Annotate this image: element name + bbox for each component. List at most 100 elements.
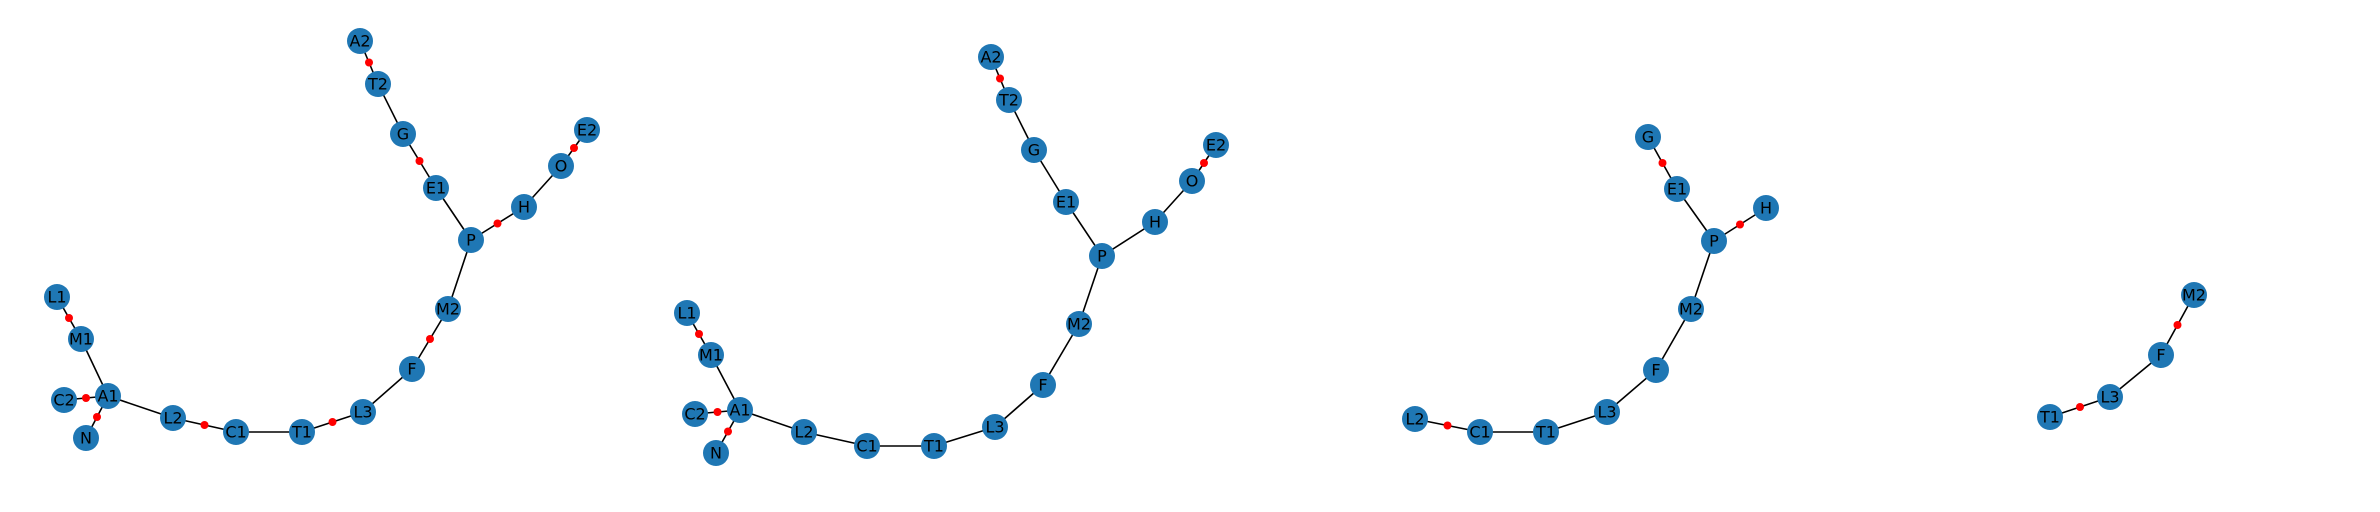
node-label: L1 bbox=[677, 304, 696, 323]
node-circle bbox=[44, 284, 70, 310]
graph-node: L3 bbox=[350, 399, 376, 425]
node-circle bbox=[1701, 228, 1727, 254]
node-circle bbox=[2097, 384, 2123, 410]
edge-marker-dot bbox=[695, 330, 703, 338]
graph-node: H bbox=[511, 194, 537, 220]
node-circle bbox=[1753, 195, 1779, 221]
edge-marker-dot bbox=[570, 144, 578, 152]
node-label: P bbox=[1709, 232, 1719, 251]
node-circle bbox=[1467, 419, 1493, 445]
node-circle bbox=[1053, 189, 1079, 215]
graph-node: N bbox=[73, 425, 99, 451]
graph-node: N bbox=[703, 440, 729, 466]
node-circle bbox=[921, 433, 947, 459]
edge-marker-dot bbox=[713, 408, 722, 416]
graph-node: G bbox=[390, 121, 416, 147]
graph-node: F bbox=[2148, 342, 2174, 368]
node-label: A1 bbox=[97, 387, 118, 406]
node-label: C2 bbox=[684, 405, 705, 424]
node-label: T1 bbox=[923, 437, 944, 456]
edge-marker-dot bbox=[426, 335, 434, 343]
node-circle bbox=[73, 425, 99, 451]
graph-node: L1 bbox=[44, 284, 70, 310]
graph-node: E1 bbox=[423, 175, 449, 201]
node-label: M2 bbox=[1067, 315, 1091, 334]
edge-marker-dot bbox=[328, 418, 337, 426]
graph-node: M1 bbox=[68, 326, 94, 352]
node-circle bbox=[2181, 282, 2207, 308]
graph-node: H bbox=[1142, 209, 1168, 235]
graph-node: F bbox=[1030, 372, 1056, 398]
edge-marker-dot bbox=[1443, 421, 1452, 430]
graph-node: E1 bbox=[1664, 176, 1690, 202]
node-circle bbox=[1533, 419, 1559, 445]
node-label: H bbox=[1149, 213, 1161, 232]
node-label: M2 bbox=[436, 300, 460, 319]
graph-node: M2 bbox=[1678, 296, 1704, 322]
graph-node: F bbox=[1643, 357, 1669, 383]
node-label: E1 bbox=[1667, 180, 1687, 199]
node-label: E1 bbox=[426, 179, 446, 198]
node-label: G bbox=[397, 125, 409, 144]
node-label: F bbox=[1651, 361, 1660, 380]
graph-node: P bbox=[458, 227, 484, 253]
node-circle bbox=[399, 356, 425, 382]
node-circle bbox=[574, 117, 600, 143]
node-circle bbox=[703, 440, 729, 466]
graph-node: G bbox=[1021, 137, 1047, 163]
node-label: M2 bbox=[1679, 300, 1703, 319]
node-circle bbox=[2148, 342, 2174, 368]
node-circle bbox=[51, 387, 77, 413]
edge-marker-dot bbox=[200, 421, 209, 429]
node-label: A2 bbox=[349, 32, 370, 51]
node-label: M2 bbox=[2182, 286, 2206, 305]
node-circle bbox=[682, 401, 708, 427]
graph-node: A1 bbox=[727, 397, 753, 423]
graph-node: C1 bbox=[223, 419, 249, 445]
graph-node: A2 bbox=[347, 28, 373, 54]
node-label: E2 bbox=[577, 121, 597, 140]
node-circle bbox=[1594, 399, 1620, 425]
node-label: T1 bbox=[2039, 408, 2060, 427]
graph-node: L3 bbox=[1594, 399, 1620, 425]
graph-node: L3 bbox=[2097, 384, 2123, 410]
node-label: F bbox=[407, 360, 416, 379]
graph-node: L2 bbox=[1402, 406, 1428, 432]
node-label: E1 bbox=[1056, 193, 1076, 212]
edge-marker-dot bbox=[365, 58, 373, 67]
node-label: L2 bbox=[1405, 410, 1424, 429]
node-circle bbox=[1203, 132, 1229, 158]
node-circle bbox=[458, 227, 484, 253]
node-label: N bbox=[80, 429, 92, 448]
graph-node: M2 bbox=[2181, 282, 2207, 308]
node-circle bbox=[1635, 124, 1661, 150]
graph-node: M2 bbox=[435, 296, 461, 322]
node-label: C1 bbox=[225, 423, 246, 442]
node-circle bbox=[435, 296, 461, 322]
node-circle bbox=[289, 419, 315, 445]
node-circle bbox=[1089, 243, 1115, 269]
node-circle bbox=[223, 419, 249, 445]
edge-marker-dot bbox=[93, 413, 101, 421]
node-circle bbox=[727, 397, 753, 423]
node-label: C2 bbox=[53, 391, 74, 410]
graph-node: H bbox=[1753, 195, 1779, 221]
node-label: A1 bbox=[729, 401, 750, 420]
node-label: P bbox=[1097, 247, 1107, 266]
graph-node: C1 bbox=[1467, 419, 1493, 445]
node-label: L3 bbox=[2100, 388, 2119, 407]
node-label: F bbox=[2156, 346, 2165, 365]
node-label: H bbox=[1760, 199, 1772, 218]
graph-node: L1 bbox=[674, 300, 700, 326]
node-label: P bbox=[466, 231, 476, 250]
node-label: G bbox=[1028, 141, 1040, 160]
graph-node: T1 bbox=[2037, 404, 2063, 430]
edge-marker-dot bbox=[996, 74, 1004, 83]
node-label: L2 bbox=[794, 423, 813, 442]
node-circle bbox=[1021, 137, 1047, 163]
node-circle bbox=[1402, 406, 1428, 432]
graph-node: F bbox=[399, 356, 425, 382]
